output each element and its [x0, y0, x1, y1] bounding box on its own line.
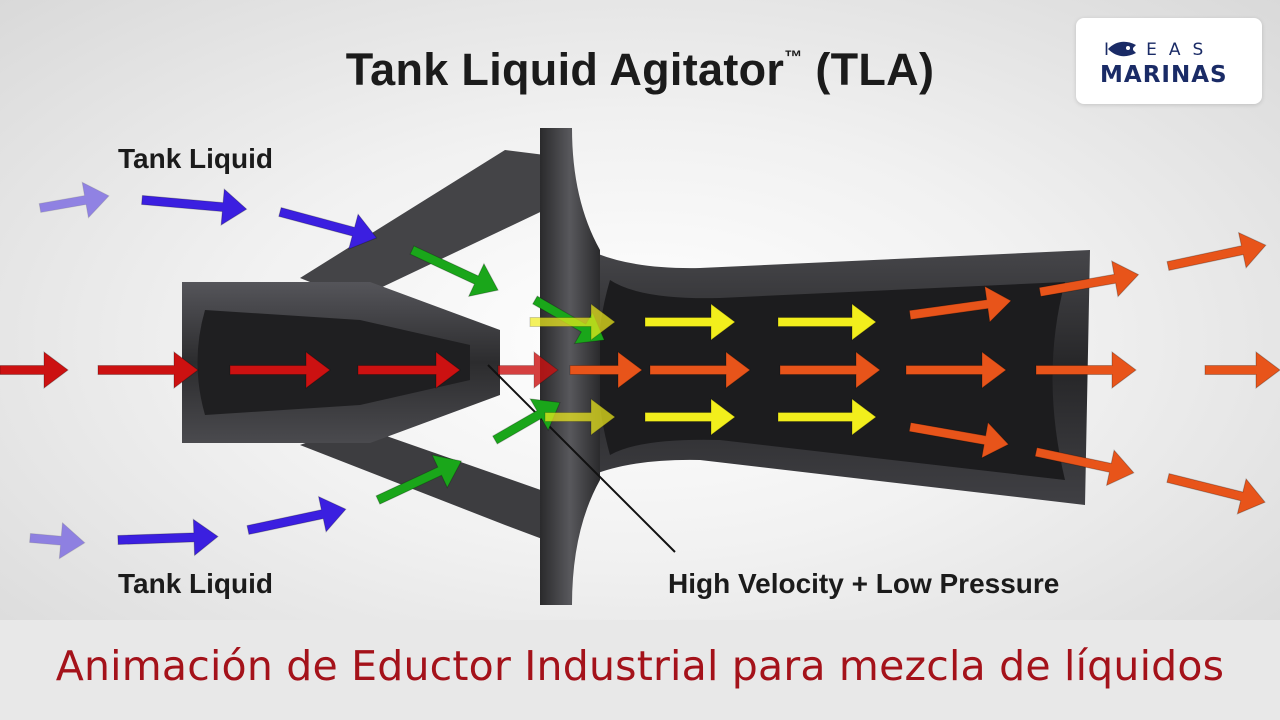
entrainment-arrow [409, 245, 499, 298]
flow-arrows [0, 181, 1280, 560]
discharge-arrow [1035, 351, 1137, 389]
logo-text-bottom: MARINAS [1100, 62, 1228, 88]
accelerated-arrow [777, 398, 877, 436]
discharge-arrow [908, 421, 1010, 459]
video-caption: Animación de Eductor Industrial para mez… [55, 642, 1225, 690]
high-velocity-callout: High Velocity + Low Pressure [668, 568, 1060, 599]
eductor-diagram [0, 128, 1280, 605]
accelerated-arrow [644, 398, 736, 436]
inlet-arrow [0, 351, 69, 389]
inlet-arrow [357, 351, 461, 389]
tank-liquid-arrow-top [278, 207, 378, 250]
upper-support-leg [300, 150, 555, 300]
discharge-arrow [1034, 447, 1135, 487]
entrainment-arrow [375, 454, 463, 505]
trademark-mark: ™ [784, 47, 803, 67]
caption-bar [0, 620, 1280, 720]
accelerated-arrow [529, 303, 616, 341]
tank-liquid-arrow-bottom [246, 495, 347, 535]
tank-liquid-arrow-top [141, 188, 248, 226]
inlet-arrow [229, 351, 331, 389]
callout-line [487, 364, 676, 553]
accelerated-arrow [777, 303, 877, 341]
discharge-arrow [569, 351, 643, 389]
nozzle-bore [197, 310, 470, 415]
discharge-arrow [1038, 260, 1140, 298]
inlet-arrow [497, 351, 559, 389]
discharge-arrow [1204, 351, 1280, 389]
discharge-arrow [1166, 231, 1267, 271]
tank-liquid-arrow-bottom [117, 518, 219, 557]
accelerated-arrow [544, 398, 616, 436]
fish-icon [1108, 41, 1136, 57]
tank-liquid-arrow-bottom [29, 521, 86, 560]
logo-text-top: IDEAS [1104, 40, 1216, 60]
discharge-arrow [649, 351, 751, 389]
discharge-arrow [779, 351, 881, 389]
diagram-stage: Tank Liquid Agitator™ (TLA) Tank Liquid … [0, 0, 1280, 620]
diagram-title: Tank Liquid Agitator™ (TLA) [345, 44, 935, 95]
tank-liquid-arrow-top [38, 181, 110, 219]
discharge-arrow [905, 351, 1007, 389]
ideas-marinas-logo: IDEAS MARINAS [1076, 18, 1262, 104]
lower-support-leg [300, 425, 555, 540]
tank-liquid-label-bottom: Tank Liquid [118, 568, 274, 599]
tank-liquid-label-top: Tank Liquid [118, 143, 274, 174]
inlet-arrow [97, 351, 199, 389]
discharge-arrow [1166, 473, 1266, 515]
discharge-arrow [908, 285, 1012, 324]
accelerated-arrow [644, 303, 736, 341]
